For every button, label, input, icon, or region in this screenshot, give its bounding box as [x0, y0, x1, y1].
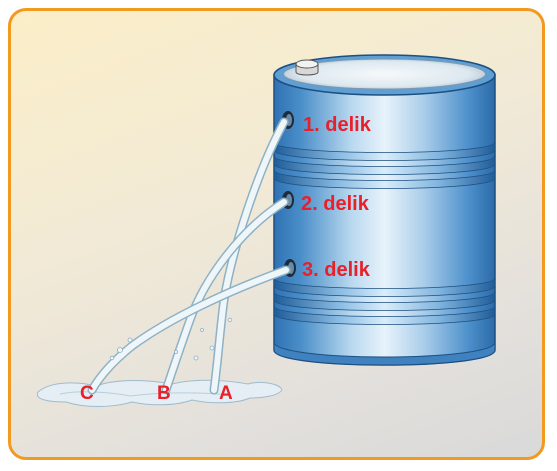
- water-stream-1: [209, 117, 289, 395]
- barrel-lower-rings: [273, 277, 496, 325]
- hole-3-label: 3. delik: [302, 259, 371, 281]
- water-stream-3: [87, 265, 291, 395]
- barrel: [273, 54, 496, 366]
- water-droplets: [109, 317, 233, 361]
- hole-1-label: 1. delik: [303, 114, 372, 136]
- barrel-cap: [295, 59, 319, 76]
- barrel-upper-rings: [273, 141, 496, 189]
- landing-point-c-label: C: [80, 383, 94, 404]
- landing-point-b-label: B: [157, 383, 171, 404]
- landing-point-a-label: A: [219, 383, 233, 404]
- hole-2-label: 2. delik: [301, 193, 370, 215]
